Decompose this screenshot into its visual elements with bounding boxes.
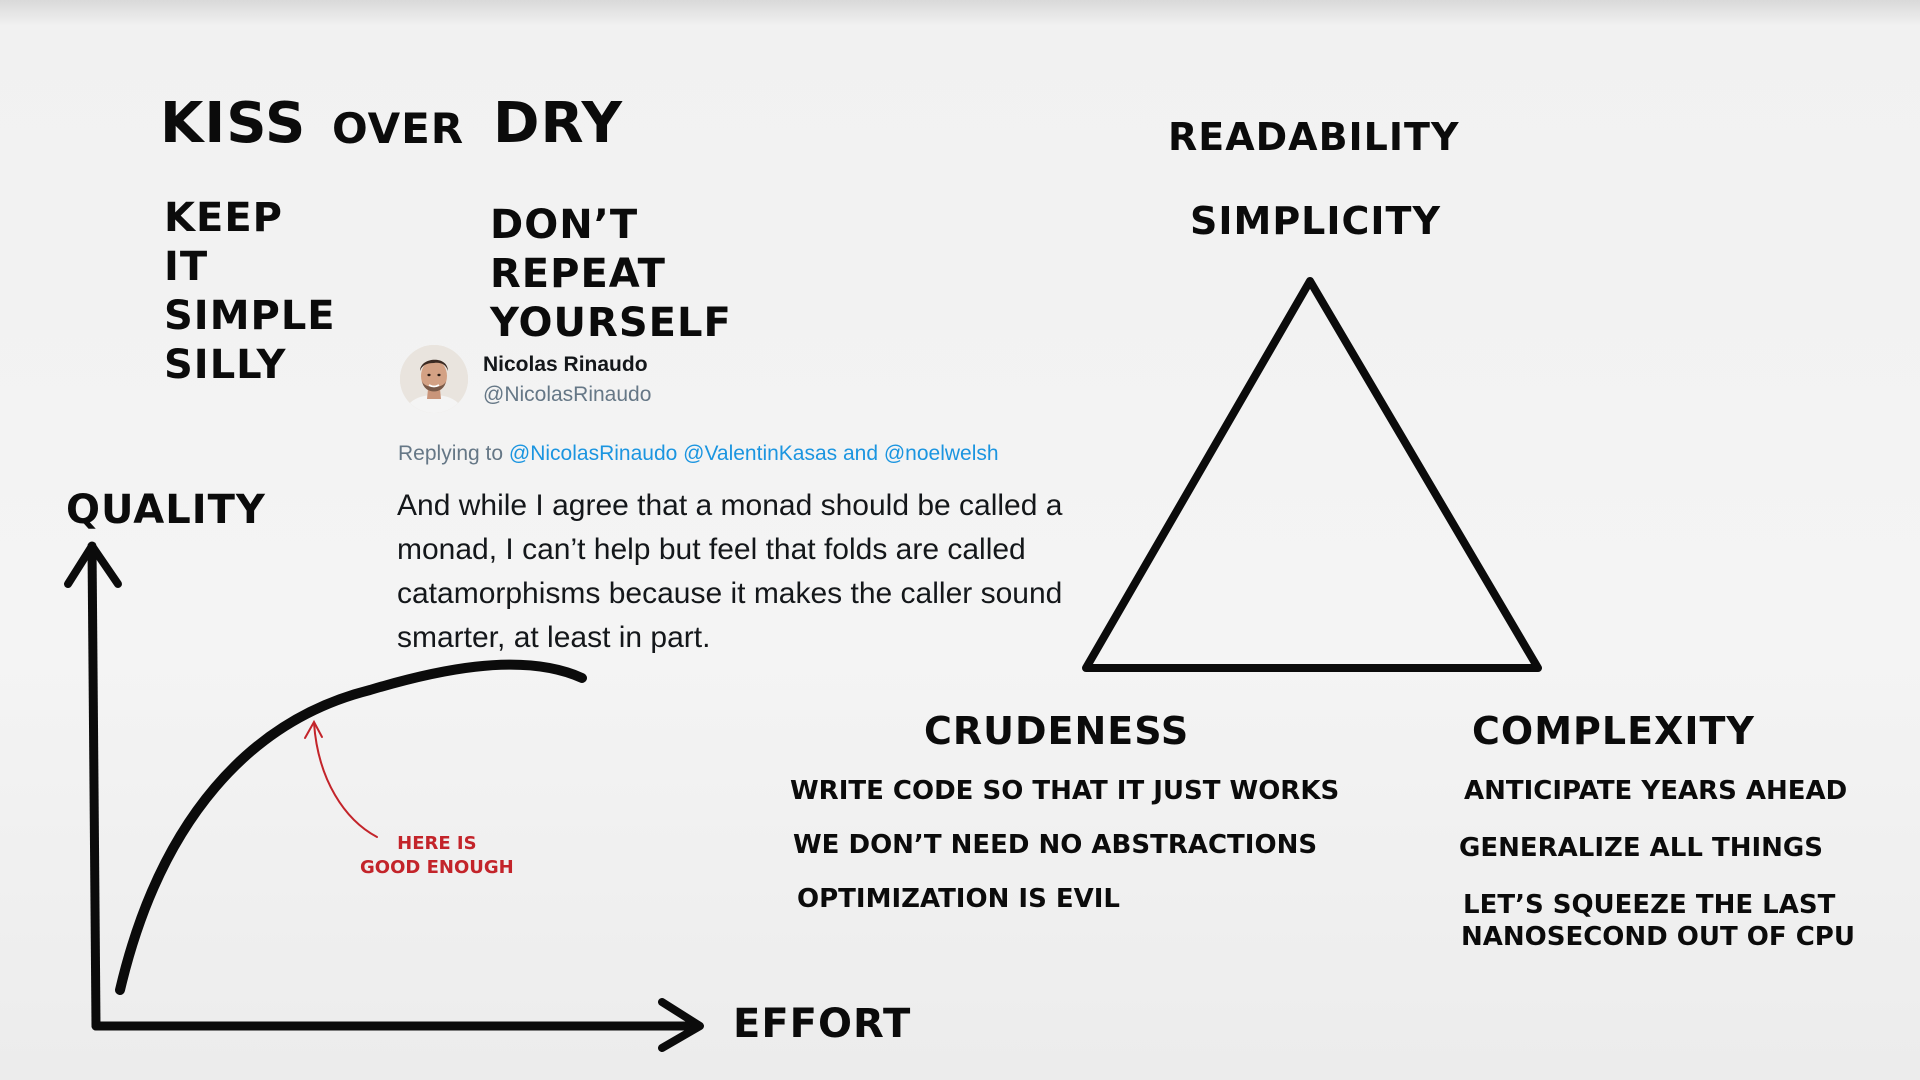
kiss-expansion: KEEP IT SIMPLE SILLY bbox=[164, 194, 336, 390]
crudeness-item-3: OPTIMIZATION IS EVIL bbox=[797, 884, 1120, 914]
complexity-label: COMPLEXITY bbox=[1472, 709, 1755, 753]
complexity-item-2: GENERALIZE ALL THINGS bbox=[1459, 833, 1823, 863]
dry-word-repeat: REPEAT bbox=[490, 251, 666, 297]
readability-label: READABILITY bbox=[1168, 115, 1460, 159]
dry-word-yourself: YOURSELF bbox=[490, 300, 732, 346]
replying-handles-link[interactable]: @NicolasRinaudo @ValentinKasas and @noel… bbox=[508, 442, 999, 465]
quality-curve bbox=[115, 659, 587, 995]
tweet-text: And while I agree that a monad should be… bbox=[397, 489, 1063, 654]
dry-expansion: DON’T REPEAT YOURSELF bbox=[490, 201, 732, 348]
good-enough-arrowhead bbox=[304, 719, 323, 739]
annotation-line-1: HERE IS bbox=[397, 833, 477, 854]
good-enough-annotation: HERE IS GOOD ENOUGH bbox=[360, 832, 514, 880]
tweet-author-name[interactable]: Nicolas Rinaudo bbox=[483, 353, 648, 376]
graph-x-arrowhead bbox=[658, 998, 704, 1052]
over-word: OVER bbox=[332, 104, 465, 153]
kiss-title: KISS bbox=[160, 91, 307, 156]
kiss-word-keep: KEEP bbox=[164, 195, 283, 241]
kiss-word-silly: SILLY bbox=[164, 342, 287, 388]
crudeness-label: CRUDENESS bbox=[924, 709, 1190, 753]
graph-y-axis bbox=[87, 541, 101, 1031]
graph-x-label: EFFORT bbox=[733, 1001, 912, 1047]
simplicity-label: SIMPLICITY bbox=[1190, 199, 1441, 243]
tradeoff-triangle bbox=[1082, 277, 1542, 672]
annotation-line-2: GOOD ENOUGH bbox=[360, 857, 514, 878]
complexity-item-4: NANOSECOND OUT OF CPU bbox=[1461, 922, 1855, 952]
kiss-word-it: IT bbox=[164, 244, 209, 290]
complexity-item-3: LET’S SQUEEZE THE LAST bbox=[1463, 890, 1836, 920]
graph-y-label: QUALITY bbox=[66, 487, 266, 533]
tweet-replying-to: Replying to @NicolasRinaudo @ValentinKas… bbox=[398, 442, 999, 466]
tweet-author-handle[interactable]: @NicolasRinaudo bbox=[483, 383, 652, 406]
complexity-item-1: ANTICIPATE YEARS AHEAD bbox=[1464, 776, 1848, 806]
avatar bbox=[400, 345, 468, 413]
dry-title: DRY bbox=[493, 91, 624, 156]
graph-y-arrowhead bbox=[64, 542, 122, 588]
crudeness-item-2: WE DON’T NEED NO ABSTRACTIONS bbox=[793, 830, 1318, 860]
avatar-portrait-icon bbox=[400, 345, 468, 413]
crudeness-item-1: WRITE CODE SO THAT IT JUST WORKS bbox=[790, 776, 1340, 806]
kiss-word-simple: SIMPLE bbox=[164, 293, 336, 339]
replying-prefix: Replying to bbox=[398, 442, 504, 465]
dry-word-dont: DON’T bbox=[490, 202, 639, 248]
good-enough-pointer bbox=[313, 722, 378, 838]
